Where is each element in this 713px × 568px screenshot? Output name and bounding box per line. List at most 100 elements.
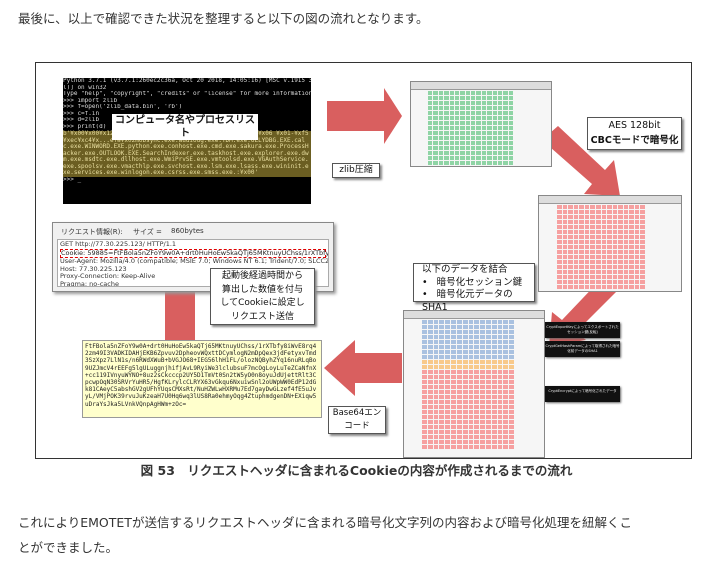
hex-cell	[618, 225, 623, 229]
hex-cell	[590, 240, 595, 244]
hex-cell	[465, 141, 470, 145]
hex-cell	[454, 111, 460, 115]
hex-cell	[438, 161, 444, 165]
hex-cell	[474, 445, 480, 449]
hex-cell	[476, 161, 481, 165]
hex-cell	[562, 260, 568, 264]
hex-cell	[456, 425, 462, 429]
hex-cell	[503, 365, 509, 369]
hex-cell	[433, 345, 439, 349]
hex-cell	[503, 345, 509, 349]
hex-cell	[492, 156, 497, 160]
hex-cell	[462, 425, 468, 429]
hex-cell	[456, 410, 462, 414]
hex-cell	[481, 161, 487, 165]
hex-cell	[509, 420, 514, 424]
hex-cell	[438, 111, 444, 115]
hex-cell	[491, 390, 497, 394]
hex-cell	[474, 320, 480, 324]
hex-cell	[476, 116, 481, 120]
hex-cell	[468, 425, 474, 429]
hex-cell	[460, 101, 465, 105]
hex-cell	[439, 380, 445, 384]
hex-cell	[433, 375, 439, 379]
hex-cell	[497, 330, 503, 334]
hex-cell	[471, 101, 476, 105]
hex-cell	[454, 106, 460, 110]
cookie-note: 起動後経過時間から 算出した数値を付与 してCookieに設定し リクエスト送信	[210, 268, 315, 325]
hex-cell	[497, 121, 503, 125]
hex-cell	[509, 440, 514, 444]
hex-cell	[497, 96, 503, 100]
hex-cell	[584, 245, 590, 249]
hex-cell	[640, 255, 645, 259]
hex-cell	[422, 345, 427, 349]
hex-cell	[454, 126, 460, 130]
hex-cell	[562, 270, 568, 274]
hex-cell	[607, 205, 612, 209]
hex-cell	[618, 265, 623, 269]
hex-cell	[422, 325, 427, 329]
hex-cell	[492, 116, 497, 120]
hex-cell	[439, 330, 445, 334]
hex-cell	[492, 121, 497, 125]
hex-view-compressed	[410, 81, 552, 167]
hex-cell	[456, 340, 462, 344]
hex-cell	[595, 230, 601, 234]
hex-cell	[474, 330, 480, 334]
hex-cell	[433, 146, 438, 150]
hex-cell	[439, 370, 445, 374]
hex-cell	[485, 415, 491, 419]
hex-cell	[462, 320, 468, 324]
hex-cell	[595, 220, 601, 224]
annotation-encrypted-data: CryptEncryptによって暗号化されたデータ	[545, 386, 620, 402]
hex-cell	[491, 430, 497, 434]
hex-cell	[497, 136, 503, 140]
hex-cell	[433, 385, 439, 389]
hex-cell	[618, 280, 623, 284]
hex-cell	[508, 161, 513, 165]
hex-cell	[480, 385, 485, 389]
hex-cell	[427, 400, 433, 404]
hex-cell	[618, 245, 623, 249]
hex-cell	[439, 400, 445, 404]
hex-cell	[557, 260, 562, 264]
hex-cell	[584, 210, 590, 214]
hex-cell	[456, 430, 462, 434]
hex-cell	[449, 146, 454, 150]
hex-cell	[584, 205, 590, 209]
hex-cell	[439, 435, 445, 439]
hex-cell	[468, 345, 474, 349]
hex-cell	[465, 146, 470, 150]
hex-cell	[607, 225, 612, 229]
hex-cell	[485, 440, 491, 444]
hex-cell	[451, 325, 456, 329]
hex-cell	[487, 101, 492, 105]
hex-cell	[485, 385, 491, 389]
hex-cell	[612, 220, 618, 224]
hex-cell	[460, 151, 465, 155]
hex-cell	[422, 350, 427, 354]
hex-cell	[492, 96, 497, 100]
hex-cell	[509, 325, 514, 329]
hex-cell	[503, 335, 509, 339]
hex-cell	[485, 380, 491, 384]
hex-cell	[607, 235, 612, 239]
hex-cell	[474, 410, 480, 414]
hex-cell	[468, 420, 474, 424]
combine-item: • 暗号化元データのSHA1	[422, 289, 513, 313]
hex-cell	[497, 151, 503, 155]
base64-output: FtFBola5nZFoY9w0A+drt0HuHoEw5kaQTj65MKtn…	[82, 340, 322, 418]
hex-cell	[438, 116, 444, 120]
arrow-right-zlib	[327, 88, 402, 144]
hex-cell	[476, 121, 481, 125]
combine-item-text: 暗号化セッション鍵	[436, 276, 523, 288]
hex-cell	[460, 131, 465, 135]
hex-cell	[485, 410, 491, 414]
hex-cell	[503, 320, 509, 324]
hex-cell	[634, 280, 640, 284]
hex-cell	[460, 96, 465, 100]
hex-cell	[480, 395, 485, 399]
hex-cell	[487, 106, 492, 110]
hex-cell	[497, 116, 503, 120]
